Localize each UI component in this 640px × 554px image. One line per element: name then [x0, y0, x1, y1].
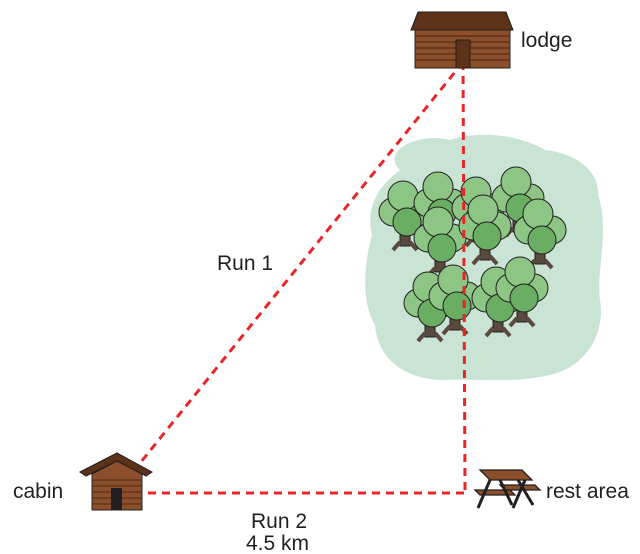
direct-path [461, 61, 467, 491]
log-cabin-icon [79, 452, 153, 511]
log-lodge-icon [410, 11, 514, 69]
run2-distance-label: 4.5 km [246, 532, 309, 554]
cabin-label: cabin [13, 480, 63, 503]
run1-label: Run 1 [217, 252, 273, 275]
run2-label: Run 2 [251, 510, 307, 533]
lodge-label: lodge [521, 29, 572, 52]
rest-area-label: rest area [546, 480, 629, 503]
picnic-table-icon [473, 469, 542, 509]
route-lines [114, 61, 467, 495]
